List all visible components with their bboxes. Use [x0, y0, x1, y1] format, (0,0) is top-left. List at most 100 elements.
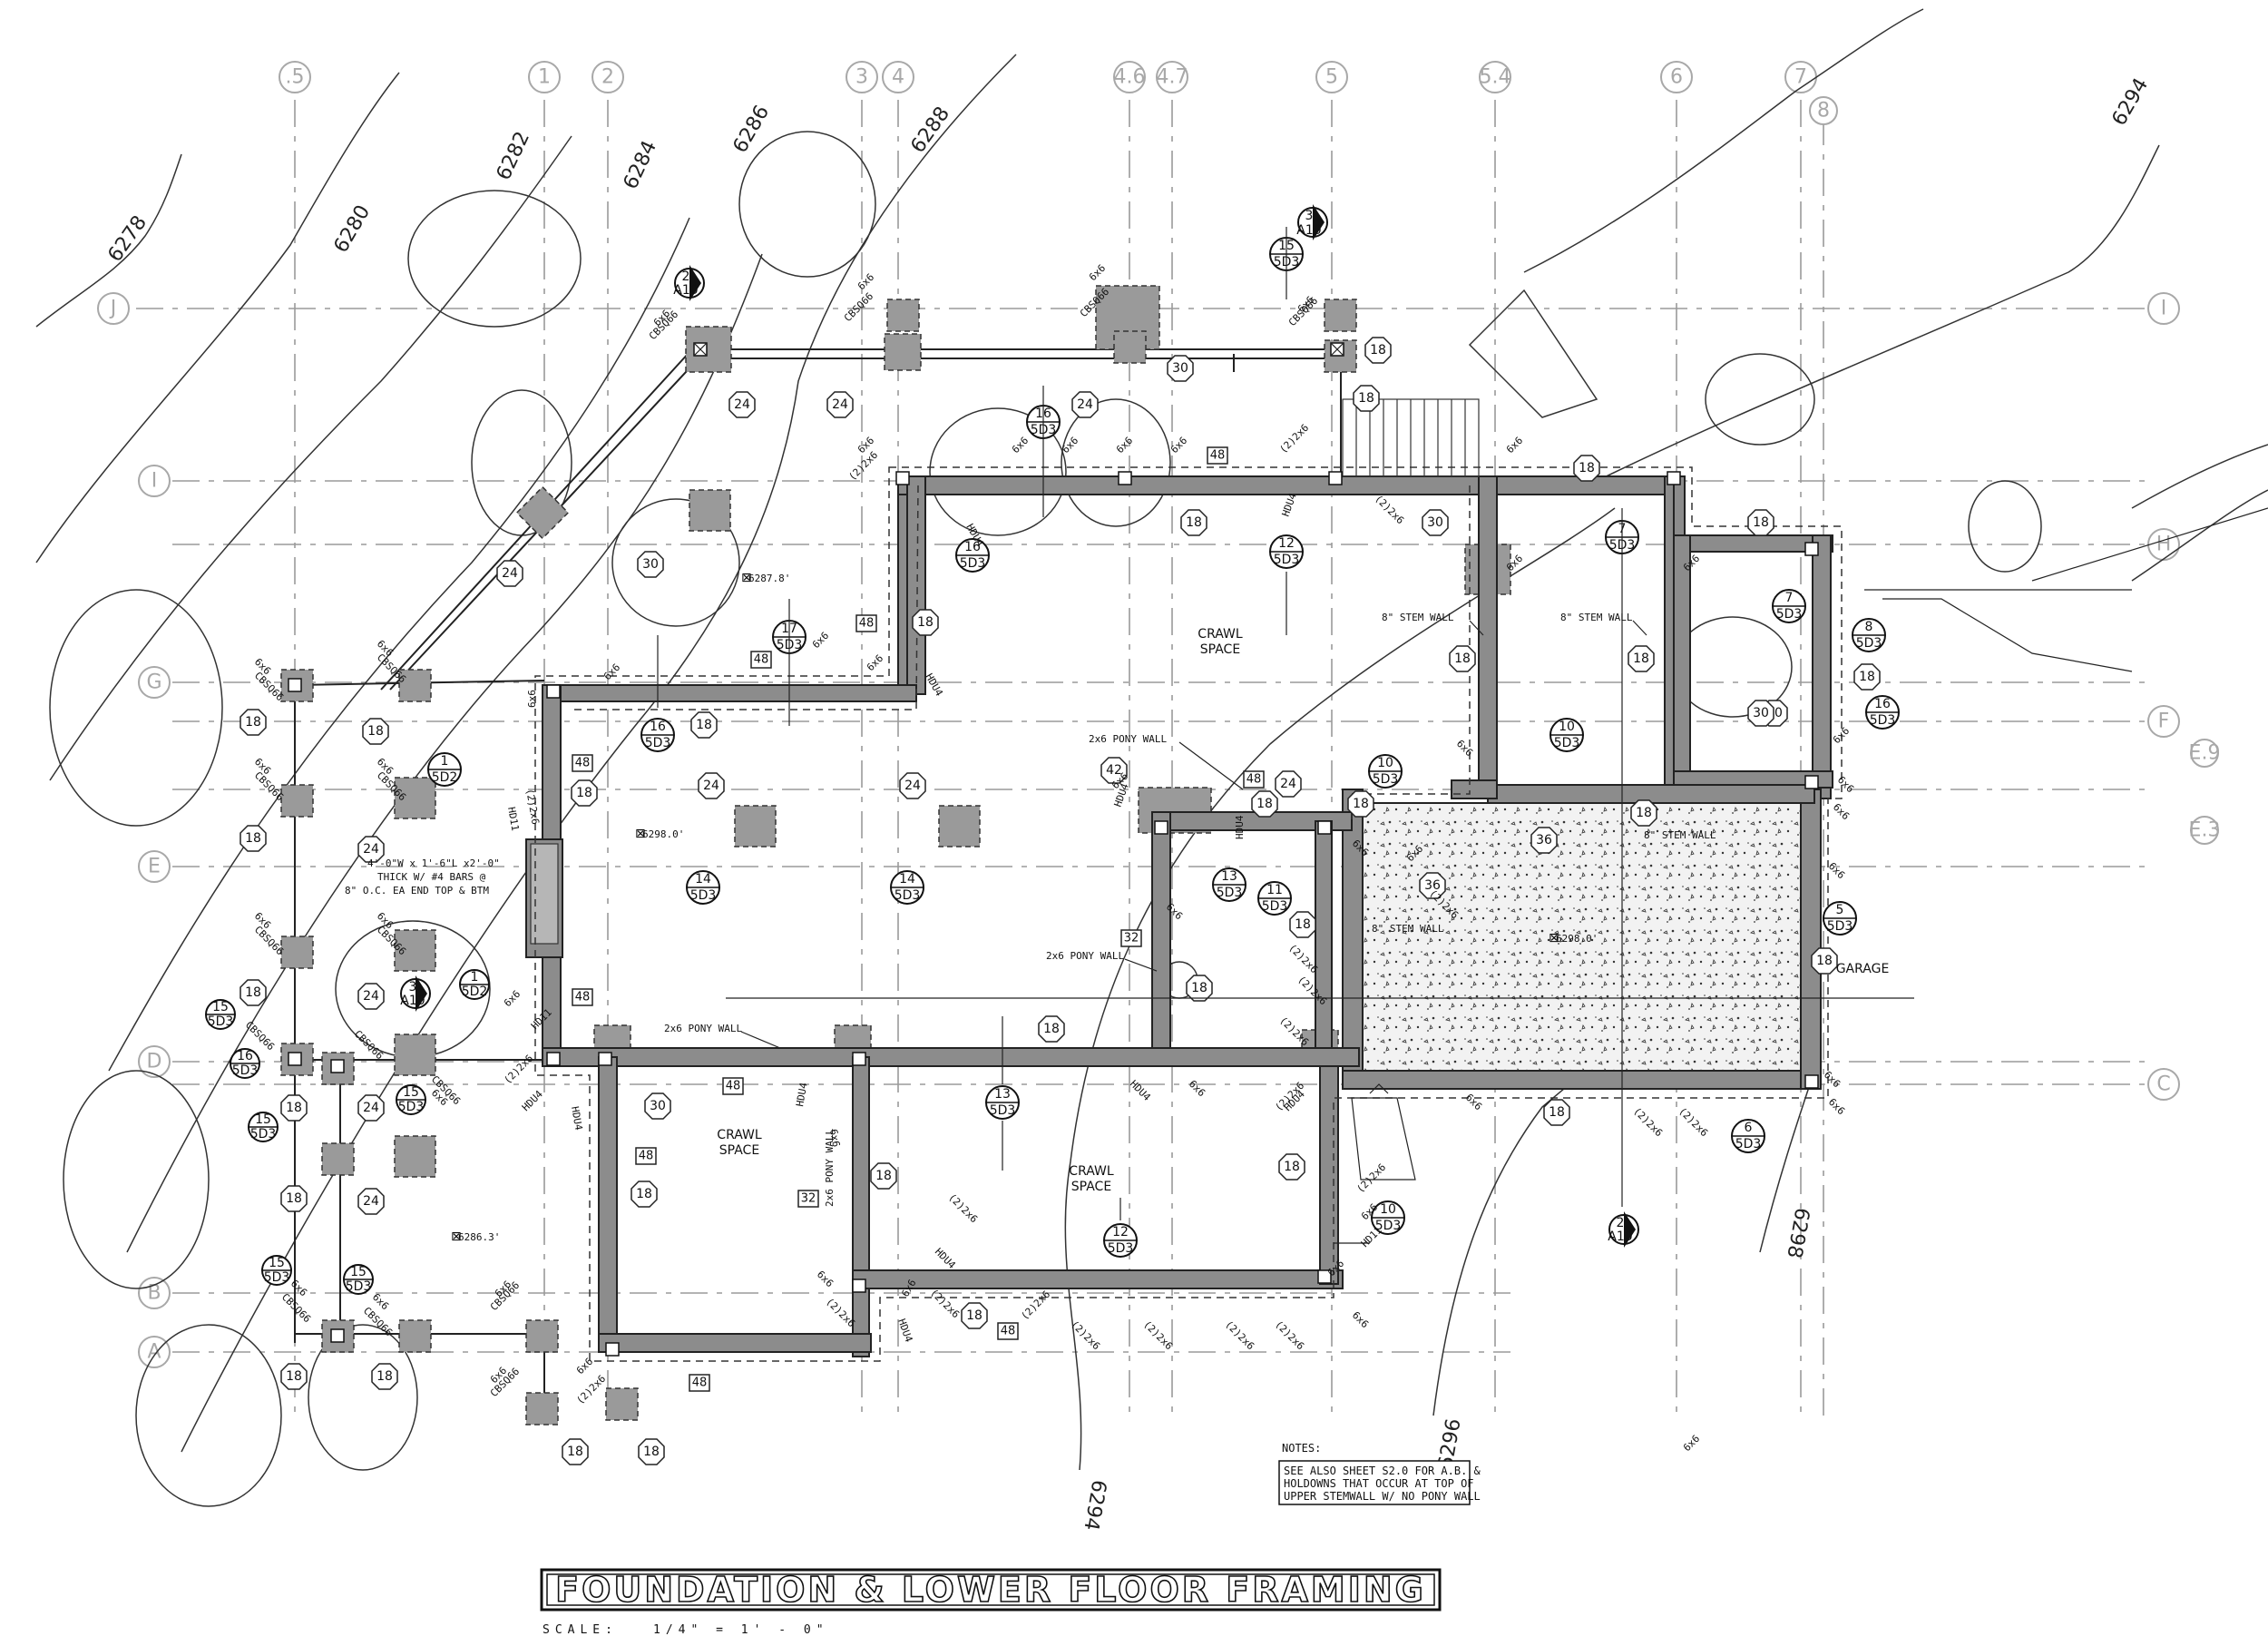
footing-tag: 18	[912, 609, 939, 636]
footing-tag: 18	[1853, 663, 1881, 691]
svg-text:(2)2x6: (2)2x6	[1223, 1318, 1256, 1352]
footing-tag: 18	[571, 779, 598, 807]
svg-text:5: 5	[1325, 66, 1338, 89]
footing-tag: 18	[1347, 790, 1374, 818]
grid-bubble-col-46: 4.6	[1113, 61, 1146, 93]
svg-text:16: 16	[237, 1049, 253, 1063]
footing-tag: 24	[357, 836, 385, 863]
svg-text:3: 3	[855, 66, 868, 89]
footing-tag: 18	[1630, 799, 1657, 827]
svg-text:24: 24	[904, 779, 921, 793]
footing-tag: 30	[637, 551, 664, 578]
footing-tag: 24	[496, 560, 523, 587]
svg-text:48: 48	[575, 991, 591, 1004]
spot-elevation-label: 6287.8'	[748, 573, 790, 584]
svg-text:6x6: 6x6	[1681, 1433, 1702, 1454]
svg-text:18: 18	[567, 1445, 583, 1459]
svg-text:5D3: 5D3	[264, 1270, 290, 1285]
grid-bubbles-rows: J I I H G F E.9 E.3 E D C B A	[97, 292, 2220, 1368]
pony-wall-note: 2x6 PONY WALL	[824, 1129, 836, 1207]
grid-bubbles-columns: .5 1 2 3 4 4.6 4.7 5 5.4 6 7 8	[279, 61, 1838, 125]
svg-text:36: 36	[1536, 833, 1552, 847]
footing-tag: 36	[1530, 827, 1558, 854]
svg-text:B: B	[147, 1282, 161, 1305]
svg-text:(2)2x6: (2)2x6	[946, 1191, 980, 1225]
spot-elevation-label: 6286.3'	[458, 1231, 500, 1243]
footing-tag: 18	[961, 1302, 988, 1329]
grid-bubble-col-54: 5.4	[1479, 61, 1511, 93]
beam-tag: 48	[1207, 446, 1228, 465]
grid-bubble-row-d: D	[138, 1045, 171, 1078]
post-marker	[1154, 820, 1168, 835]
svg-text:6: 6	[1670, 66, 1683, 89]
svg-text:24: 24	[363, 1101, 379, 1115]
garage-label: GARAGE	[1836, 962, 1890, 976]
svg-text:5D3: 5D3	[398, 1100, 425, 1114]
svg-text:48: 48	[1246, 773, 1262, 787]
svg-text:24: 24	[1280, 777, 1296, 791]
footing-tag: 30	[644, 1092, 671, 1120]
svg-text:6x6: 6x6	[526, 690, 538, 708]
scale-label: SCALE:	[543, 1623, 618, 1637]
svg-text:2: 2	[682, 269, 690, 284]
svg-text:30: 30	[642, 557, 659, 572]
crawl-space-2-label-b: SPACE	[719, 1143, 759, 1158]
footing-tag: 18	[1364, 337, 1392, 364]
spot-elevation-marker-icon: ⊠	[635, 827, 646, 841]
svg-text:5D3: 5D3	[690, 888, 717, 903]
svg-text:6x6: 6x6	[1350, 1309, 1371, 1330]
svg-text:18: 18	[636, 1187, 652, 1201]
svg-text:48: 48	[754, 653, 769, 667]
svg-text:48: 48	[1001, 1325, 1016, 1338]
stem-wall-note: 8" STEM WALL	[1560, 612, 1633, 623]
svg-text:6x6: 6x6	[1822, 1069, 1843, 1090]
svg-text:7: 7	[1785, 591, 1794, 605]
footing-tag: 18	[1278, 1153, 1305, 1181]
svg-text:CBSQ66: CBSQ66	[243, 1019, 277, 1053]
svg-text:24: 24	[363, 1194, 379, 1209]
svg-text:6x6: 6x6	[502, 988, 523, 1009]
svg-text:4.6: 4.6	[1114, 66, 1146, 89]
footing-tag: 24	[357, 983, 385, 1010]
beam-tag: 48	[855, 614, 877, 632]
svg-text:12: 12	[1112, 1225, 1129, 1239]
svg-text:6x6: 6x6	[574, 1356, 595, 1377]
svg-text:24: 24	[703, 779, 719, 793]
post-marker	[895, 471, 910, 485]
spot-elevation-marker-icon: ⊠	[1549, 931, 1559, 945]
footing-tag: 18	[1251, 790, 1278, 818]
svg-text:18: 18	[1633, 652, 1649, 666]
svg-text:CBSQ66: CBSQ66	[252, 769, 286, 803]
svg-text:2: 2	[601, 66, 614, 89]
svg-text:6x6: 6x6	[601, 661, 622, 682]
svg-text:48: 48	[692, 1377, 708, 1390]
svg-text:D: D	[147, 1051, 162, 1073]
post-marker	[288, 678, 302, 692]
svg-text:5D3: 5D3	[1554, 736, 1580, 750]
wall-notes: 8" STEM WALL 8" STEM WALL 8" STEM WALL 8…	[664, 612, 1716, 1207]
drawing-title: FOUNDATION & LOWER FLOOR FRAMING	[555, 1570, 1426, 1610]
grid-bubble-col-1: 1	[528, 61, 561, 93]
footing-outlines	[534, 466, 1843, 1362]
svg-text:10: 10	[1559, 720, 1575, 734]
svg-text:(2)2x6: (2)2x6	[574, 1373, 608, 1406]
svg-text:HDU4: HDU4	[1128, 1078, 1153, 1103]
svg-text:18: 18	[1284, 1160, 1300, 1174]
crawl-space-3-label-b: SPACE	[1071, 1180, 1111, 1194]
svg-text:5D3: 5D3	[1375, 1219, 1402, 1233]
contour-label-6278: 6278	[103, 211, 152, 266]
foundation-walls	[525, 475, 1833, 1357]
svg-text:6x6: 6x6	[865, 652, 885, 673]
beam-tag: 48	[635, 1147, 657, 1165]
svg-text:6x6: 6x6	[1826, 860, 1847, 881]
